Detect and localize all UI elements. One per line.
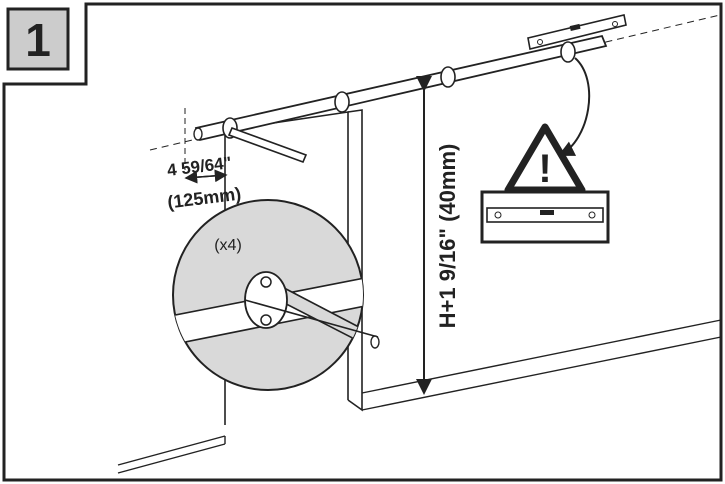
door-rail xyxy=(193,34,608,142)
height-dimension: H+1 9/16" (40mm) xyxy=(416,76,460,395)
spirit-level-icon xyxy=(527,14,627,50)
quantity-label: (x4) xyxy=(214,237,242,254)
step-number: 1 xyxy=(25,14,51,66)
bracket-detail xyxy=(244,271,288,329)
bracket xyxy=(334,91,350,113)
detail-callout: (x4) xyxy=(172,199,380,391)
spacer-rod xyxy=(227,126,308,164)
level-check-icon xyxy=(486,207,604,223)
warning-triangle-icon xyxy=(504,123,586,194)
warning-mark: ! xyxy=(538,147,551,191)
step-badge: 1 xyxy=(6,7,70,71)
warning-panel: ! xyxy=(480,123,610,244)
rail-height-label: H+1 9/16" (40mm) xyxy=(435,144,460,329)
bracket xyxy=(560,41,576,63)
bracket xyxy=(440,66,456,88)
callout-arrow xyxy=(558,57,591,156)
